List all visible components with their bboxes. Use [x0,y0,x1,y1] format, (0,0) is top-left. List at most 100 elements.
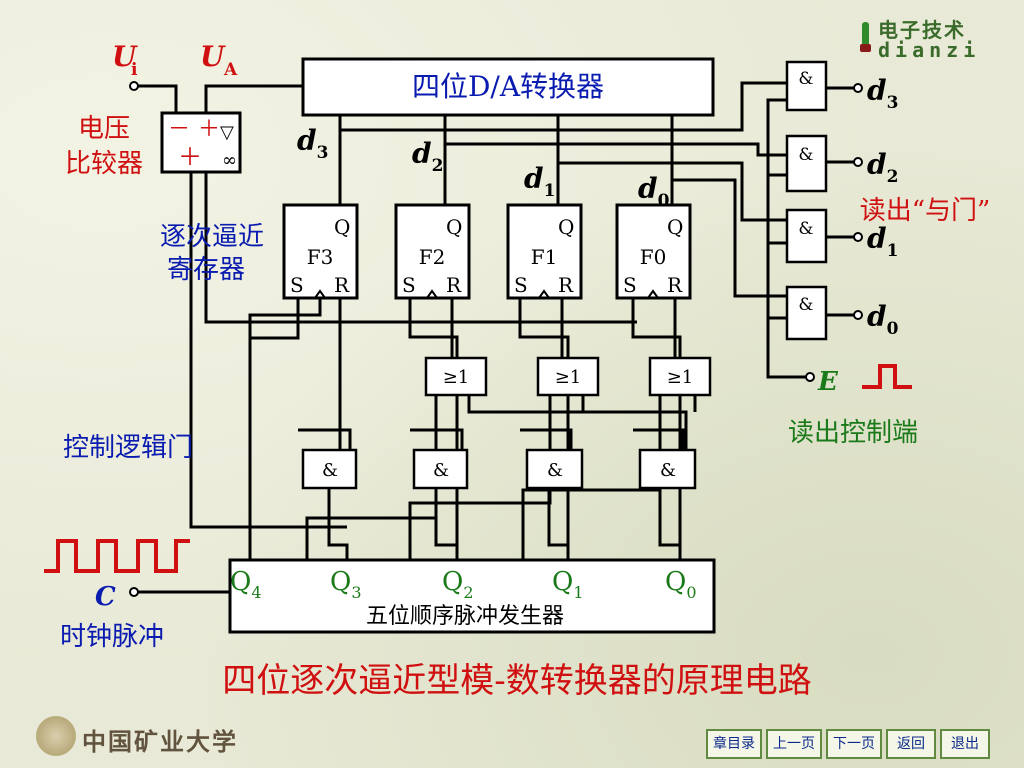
pulse-output-label: Q2 [442,567,474,602]
svg-text:R: R [334,273,350,297]
next-page-button[interactable]: 下一页 [826,729,882,759]
svg-text:Q: Q [558,215,574,239]
svg-text:S: S [623,273,637,297]
dac-input-label: d1 [524,162,555,201]
svg-text:d2: d2 [412,137,443,176]
or-gates: ≥1 ≥1 ≥1 [424,356,712,397]
dac-block: 四位D/A转换器 [301,57,715,117]
svg-text:S: S [290,273,304,297]
dac-input-labels: d3 d2 d1 d0 [297,124,670,211]
pulse-output-label: Q3 [330,567,362,602]
control-logic-label: 控制逻辑门 [63,433,193,463]
pulse-output-label: Q0 [665,567,697,602]
svg-text:Q4: Q4 [230,567,262,602]
svg-text:S: S [402,273,416,297]
svg-text:R: R [446,273,462,297]
university-seal-icon [36,716,76,756]
read-and-label: 读出“与门” [860,196,991,226]
svg-text:－: － [168,117,190,142]
svg-text:&: & [798,69,813,89]
logo: 电子技术 dianzi [856,14,1016,66]
register-label-2: 寄存器 [167,255,245,285]
svg-text:Q1: Q1 [552,567,584,602]
svg-text:≥1: ≥1 [667,367,694,388]
svg-text:F2: F2 [419,245,446,269]
svg-text:F3: F3 [307,245,334,269]
output-label: d0 [867,300,899,339]
svg-text:五位顺序脉冲发生器: 五位顺序脉冲发生器 [366,604,564,629]
svg-text:d2: d2 [867,148,898,187]
svg-text:R: R [667,273,683,297]
svg-text:＋: ＋ [198,117,220,142]
svg-text:d1: d1 [867,222,898,261]
svg-text:Q0: Q0 [665,567,697,602]
university-name: 中国矿业大学 [82,727,238,756]
logo-line1: 电子技术 [878,18,966,42]
read-pulse-waveform [862,364,912,389]
svg-text:&: & [798,145,813,165]
voltage-comparator: － ＋ ▽ ＋ ∞ [160,111,242,174]
output-labels: d3 d2 d1 d0 [867,74,899,339]
circuit-wires [137,81,855,594]
control-and-gates: & & & & [301,448,697,490]
clock-label: 时钟脉冲 [60,622,164,652]
pulse-outputs: Q4 Q3 Q2 Q1 Q0 [230,567,697,602]
exit-button[interactable]: 退出 [940,729,990,759]
output-label: d2 [867,148,898,187]
svg-text:∞: ∞ [222,150,237,171]
page-title: 四位逐次逼近型模-数转换器的原理电路 [222,661,812,701]
svg-text:&: & [798,295,813,315]
svg-text:d0: d0 [867,300,899,339]
svg-text:Q3: Q3 [330,567,362,602]
comparator-label-2: 比较器 [65,149,143,179]
svg-text:Q: Q [334,215,350,239]
svg-text:≥1: ≥1 [555,367,582,388]
svg-text:U: U [200,40,226,73]
svg-text:&: & [660,460,676,481]
svg-text:d3: d3 [867,74,898,113]
prev-page-button[interactable]: 上一页 [766,729,822,759]
ui-label: U i [112,40,138,80]
svg-text:F1: F1 [531,245,558,269]
svg-text:d0: d0 [638,172,670,211]
svg-text:S: S [514,273,528,297]
logo-line2: dianzi [878,38,981,62]
dac-input-label: d2 [412,137,443,176]
e-label: E [817,367,839,397]
svg-text:四位D/A转换器: 四位D/A转换器 [412,70,604,103]
read-and-gates: & & & & [129,60,863,597]
svg-text:F0: F0 [640,245,667,269]
back-button[interactable]: 返回 [886,729,936,759]
chapter-index-button[interactable]: 章目录 [706,729,762,759]
svg-text:A: A [223,60,238,80]
svg-text:d1: d1 [524,162,555,201]
clock-c-label: C [95,582,116,612]
svg-text:U: U [112,40,138,73]
svg-text:▽: ▽ [220,122,234,143]
dac-input-label: d0 [638,172,670,211]
svg-text:Q: Q [667,215,683,239]
output-label: d1 [867,222,898,261]
svg-text:＋: ＋ [178,143,202,171]
nav-bar: 章目录 上一页 下一页 返回 退出 [706,729,990,759]
dac-input-label: d3 [297,124,328,163]
register-label-1: 逐次逼近 [160,222,264,252]
svg-text:d3: d3 [297,124,328,163]
svg-text:&: & [433,460,449,481]
svg-text:Q2: Q2 [442,567,474,602]
svg-text:≥1: ≥1 [443,367,470,388]
svg-text:&: & [547,460,563,481]
svg-text:&: & [798,219,813,239]
svg-text:&: & [322,460,338,481]
svg-text:Q: Q [446,215,462,239]
university-logo: 中国矿业大学 [36,714,256,760]
svg-text:R: R [558,273,574,297]
read-control-label: 读出控制端 [788,418,918,448]
ua-label: U A [200,40,238,80]
